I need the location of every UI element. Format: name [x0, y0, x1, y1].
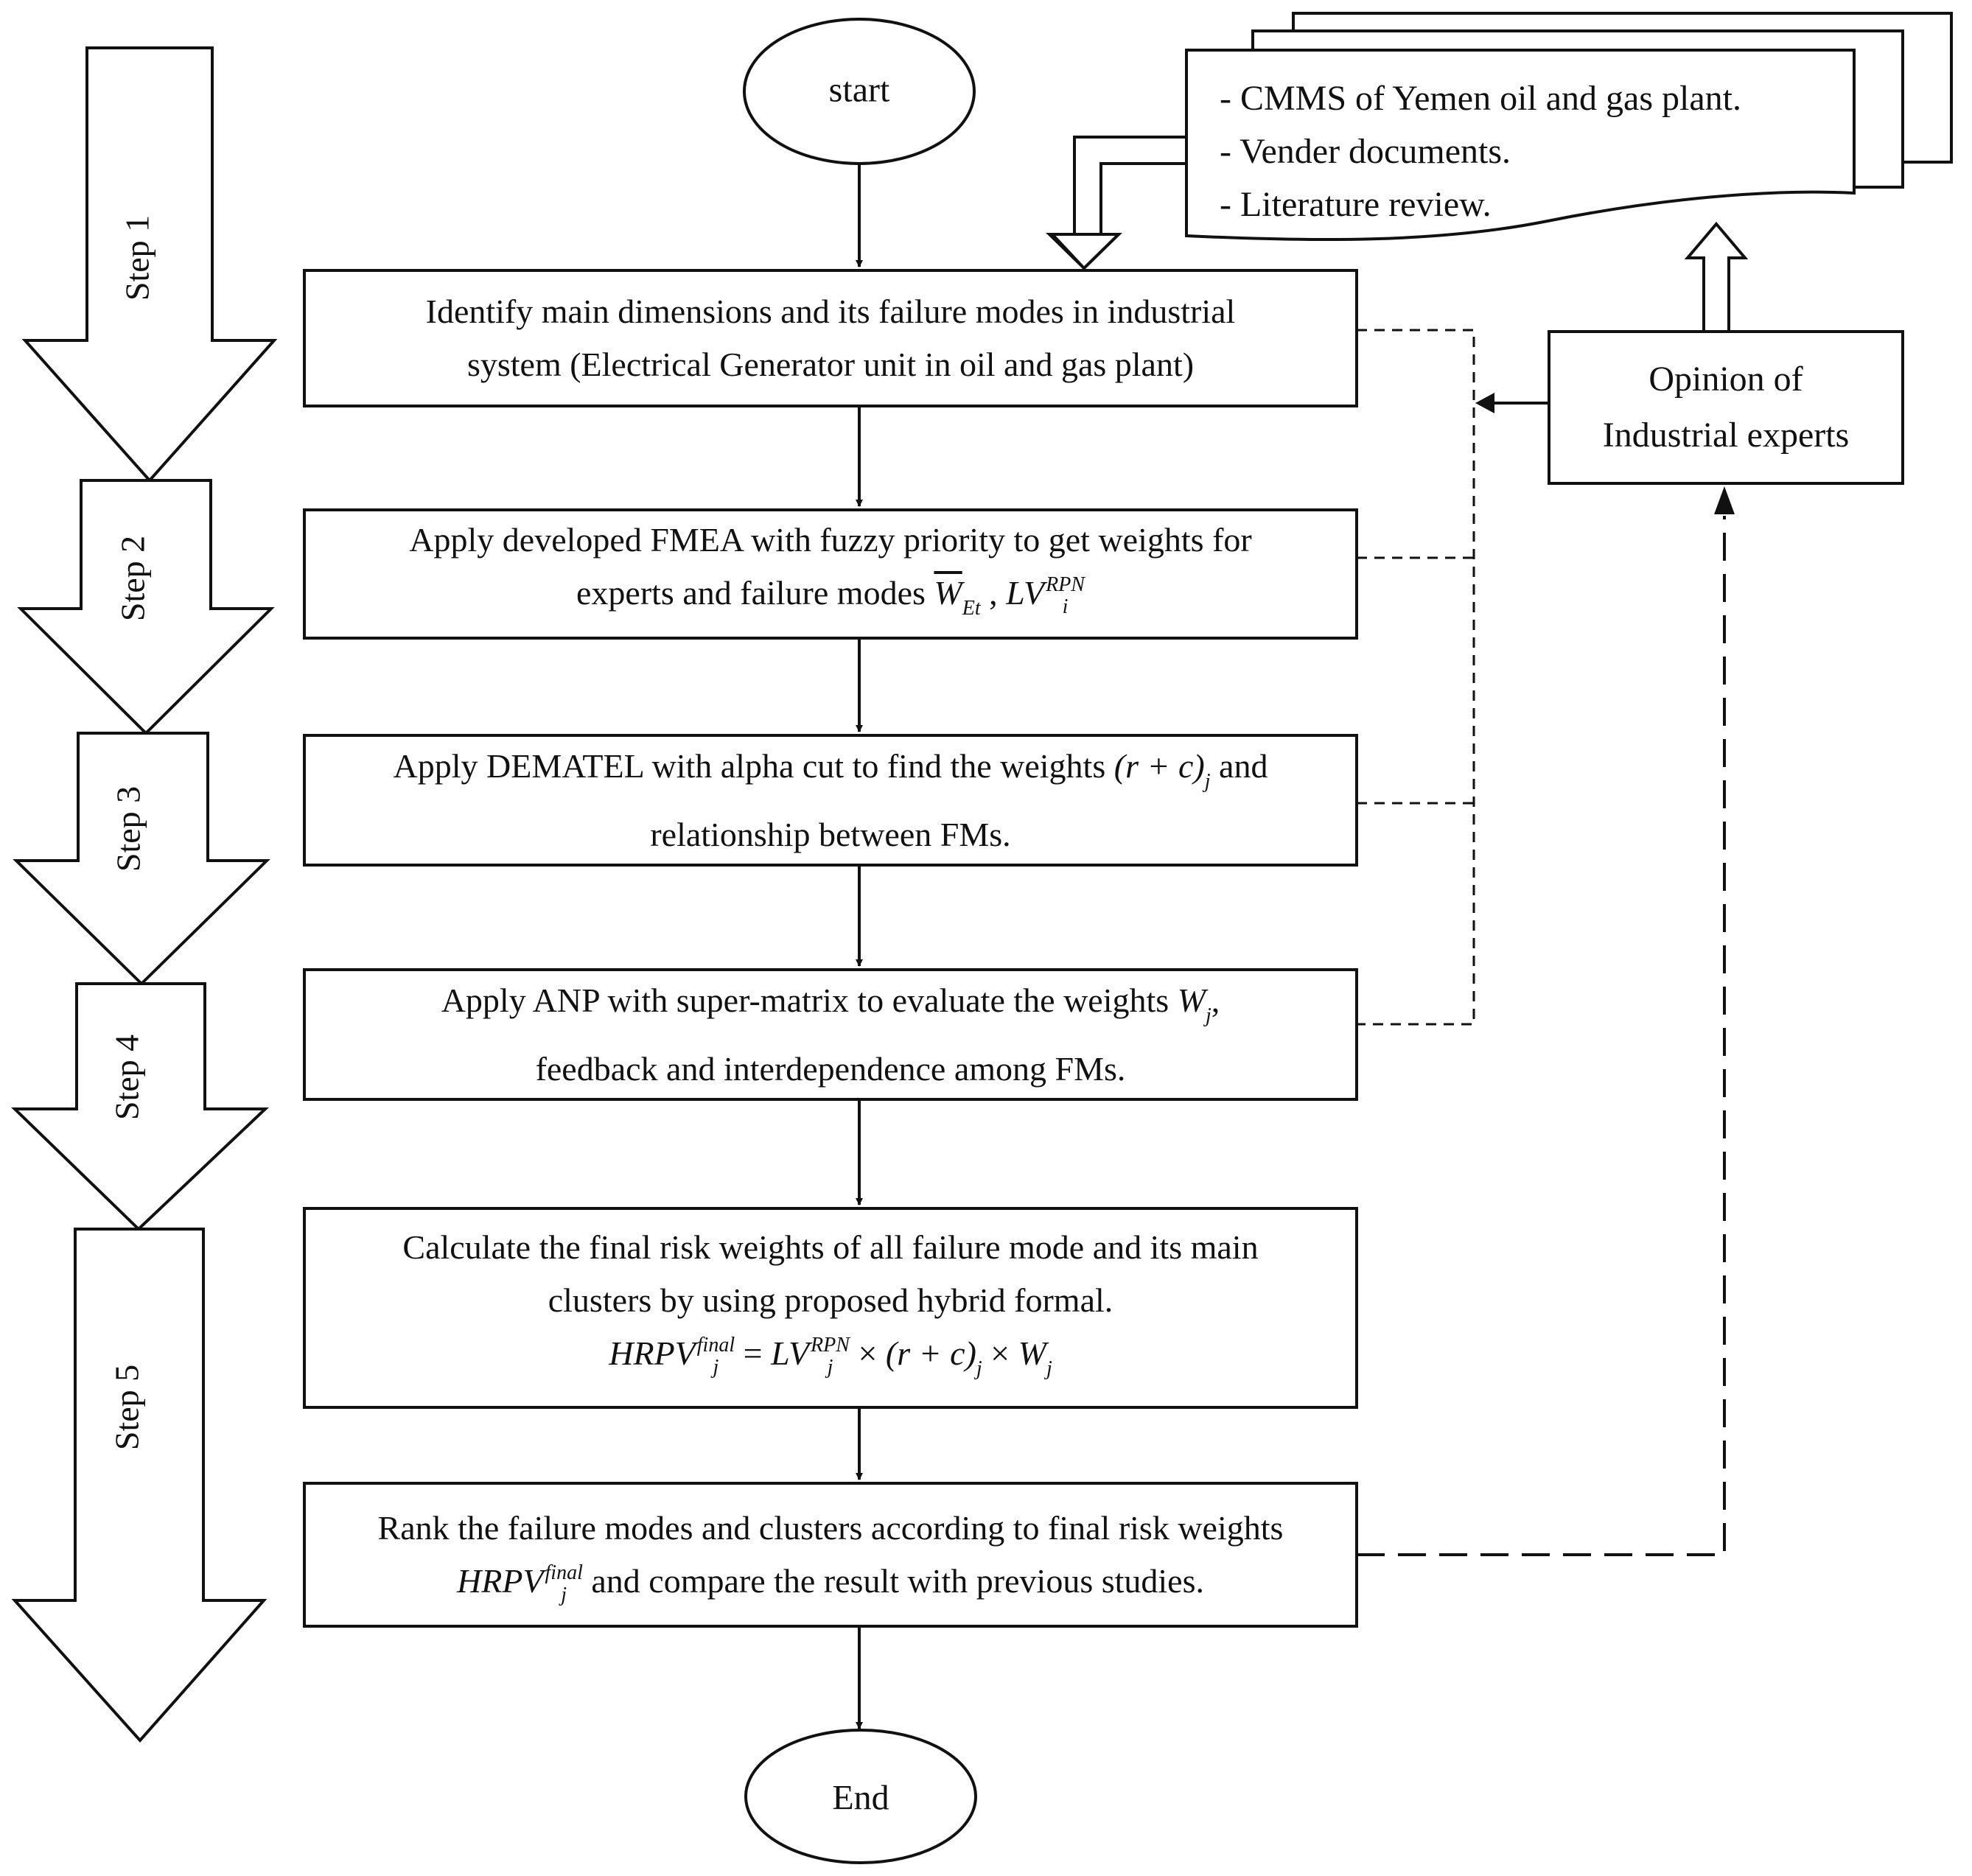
- rank-hrpv-superscript: final: [545, 1561, 583, 1585]
- rank-hrpv-subscript: j: [561, 1583, 567, 1607]
- step-2-label: Step 2: [113, 535, 152, 622]
- identify-line-2: system (Electrical Generator unit in oil…: [466, 346, 1195, 383]
- experts-arrowhead: [1475, 393, 1494, 413]
- calculate-line-2: clusters by using proposed hybrid formal…: [548, 1281, 1113, 1319]
- step-3-label: Step 3: [109, 785, 147, 872]
- dematel-line-2: relationship between FMs.: [650, 815, 1011, 853]
- anp-w: Wj: [1177, 981, 1211, 1027]
- rank-line-1: Rank the failure modes and clusters acco…: [377, 1509, 1284, 1547]
- anp-line-2: feedback and interdependence among FMs.: [535, 1049, 1126, 1088]
- step-1-label: Step 1: [118, 214, 156, 301]
- step-1-arrow: [21, 46, 278, 483]
- document-front: [1185, 49, 1856, 242]
- anp-comma: ,: [1211, 981, 1220, 1019]
- source-item: - Vender documents.: [1220, 132, 1511, 171]
- formula-times-1: ×: [849, 1334, 886, 1372]
- documents-to-identify-arrow: [1046, 136, 1188, 270]
- anp-w-subscript: j: [1206, 1004, 1211, 1027]
- dematel-text: Apply DEMATEL with alpha cut to find the…: [304, 735, 1357, 865]
- sources-list: - CMMS of Yemen oil and gas plant. - Ven…: [1220, 72, 1741, 231]
- anp-text: Apply ANP with super-matrix to evaluate …: [304, 970, 1357, 1099]
- rank-hrpv-symbol: HRPV: [457, 1562, 544, 1600]
- dematel-line-1-end: and: [1219, 746, 1268, 785]
- experts-line-1: Opinion of: [1648, 360, 1803, 399]
- formula-equals: =: [735, 1334, 772, 1372]
- formula-rc: (r + c): [885, 1334, 976, 1372]
- step-5-arrow: [11, 1228, 268, 1743]
- rc-symbol: (r + c): [1113, 746, 1205, 785]
- formula-times-2: ×: [982, 1334, 1018, 1372]
- identify-line-1: Identify main dimensions and its failure…: [425, 293, 1236, 330]
- formula-w-subscript: j: [1046, 1357, 1052, 1380]
- identify-box: [303, 269, 1358, 407]
- formula-w: W: [1018, 1334, 1046, 1372]
- hrpv-subscript: j: [713, 1355, 719, 1379]
- dematel-rc: (r + c)j: [1113, 746, 1211, 793]
- calculate-line-1: Calculate the final risk weights of all …: [402, 1228, 1259, 1266]
- anp-box: [303, 968, 1358, 1101]
- anp-w-symbol: W: [1177, 981, 1206, 1019]
- experts-to-documents-arrow: [1684, 221, 1749, 333]
- rank-text: Rank the failure modes and clusters acco…: [304, 1483, 1357, 1626]
- rank-to-experts-arrowhead: [1714, 486, 1735, 514]
- end-label: End: [832, 1778, 889, 1818]
- formula-lv-subscript: j: [827, 1355, 833, 1379]
- step-2-arrow: [17, 479, 275, 735]
- experts-box: [1548, 330, 1904, 485]
- dashed-identify-link: [1357, 329, 1475, 1026]
- anp-line-1: Apply ANP with super-matrix to evaluate …: [441, 974, 1220, 1043]
- step-4-arrow: [11, 982, 270, 1231]
- dematel-box: [303, 734, 1358, 867]
- anp-line-1-text: Apply ANP with super-matrix to evaluate …: [441, 981, 1169, 1019]
- hrpv-symbol: HRPV: [609, 1334, 696, 1372]
- start-label: start: [828, 70, 890, 110]
- hrpv-superscript: final: [696, 1333, 735, 1357]
- rc-subscript: j: [1204, 769, 1211, 793]
- calculate-text: Calculate the final risk weights of all …: [304, 1208, 1357, 1407]
- step-5-label: Step 5: [108, 1364, 146, 1451]
- fmea-separator: ,: [980, 573, 998, 612]
- calculate-box: [303, 1207, 1358, 1409]
- fmea-line-2-text: experts and failure modes: [576, 573, 926, 612]
- experts-line-2: Industrial experts: [1602, 416, 1850, 455]
- dematel-line-1: Apply DEMATEL with alpha cut to find the…: [394, 740, 1268, 808]
- formula-lv-superscript: RPN: [811, 1333, 850, 1357]
- step-4-label: Step 4: [108, 1034, 146, 1121]
- fmea-box: [303, 508, 1358, 640]
- formula-lv: LV: [771, 1334, 810, 1372]
- end-oval: [744, 1729, 977, 1864]
- formula-rc-subscript: j: [976, 1357, 982, 1380]
- experts-text: Opinion of Industrial experts: [1549, 332, 1903, 483]
- dashed-rank-to-experts: [1357, 516, 1726, 1556]
- fmea-text: Apply developed FMEA with fuzzy priority…: [304, 510, 1357, 638]
- fmea-expert-weight: WEt: [934, 573, 980, 620]
- step-3-arrow: [13, 732, 270, 986]
- w-symbol: W: [934, 573, 962, 612]
- source-item: - Literature review.: [1220, 185, 1492, 224]
- dematel-line-1-text: Apply DEMATEL with alpha cut to find the…: [393, 746, 1106, 785]
- lv-symbol: LV: [1006, 573, 1045, 612]
- source-item: - CMMS of Yemen oil and gas plant.: [1220, 79, 1741, 118]
- lv-superscript: RPN: [1046, 573, 1085, 596]
- lv-subscript: i: [1062, 595, 1069, 618]
- identify-text: Identify main dimensions and its failure…: [304, 270, 1357, 406]
- rank-line-2-text: and compare the result with previous stu…: [591, 1562, 1204, 1600]
- fmea-line-1: Apply developed FMEA with fuzzy priority…: [409, 520, 1252, 559]
- w-subscript: Et: [962, 596, 981, 620]
- rank-box: [303, 1482, 1358, 1628]
- documents-to-identify-arrow-outline: [1049, 136, 1186, 270]
